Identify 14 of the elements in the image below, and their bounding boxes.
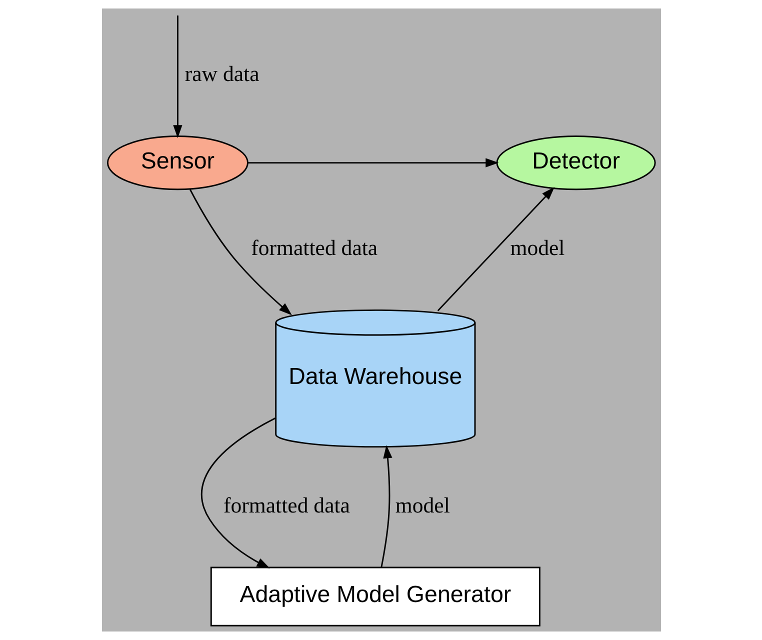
arrow [172,16,182,138]
edge-label: formatted data [250,236,378,260]
arrow [436,187,554,312]
arrow [200,418,276,568]
node-ellipse: Sensor [106,136,248,190]
arrow [380,445,392,568]
node-ellipse: Detector [496,136,656,190]
arrow [247,158,498,168]
edge-label: raw data [184,62,259,86]
node-box: Adaptive Model Generator [210,566,540,626]
edge-label: model [394,493,450,518]
edge-label: formatted data [222,493,350,518]
edge-label: model [510,236,564,260]
arrow [188,189,292,316]
